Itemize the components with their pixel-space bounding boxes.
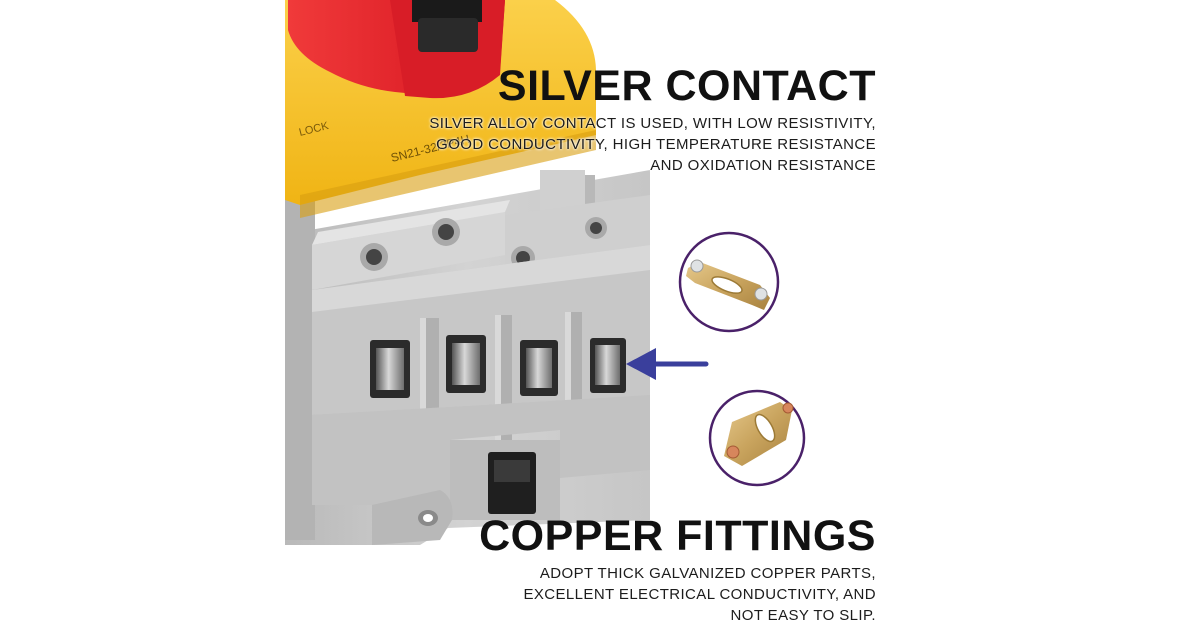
copper-fittings-line: ADOPT THICK GALVANIZED COPPER PARTS, xyxy=(539,565,876,582)
silver-contact-line: GOOD CONDUCTIVITY, HIGH TEMPERATURE RESI… xyxy=(436,136,876,153)
copper-fittings-line: EXCELLENT ELECTRICAL CONDUCTIVITY, AND xyxy=(523,586,876,603)
isolator-switch: LOCK SN21-32/3P4H xyxy=(285,0,650,545)
silver-contact-line: SILVER ALLOY CONTACT IS USED, WITH LOW R… xyxy=(429,115,876,132)
silver-contact-title: SILVER CONTACT xyxy=(497,62,876,110)
silver-contact-line: AND OXIDATION RESISTANCE xyxy=(650,157,876,174)
left-arrow-icon xyxy=(626,348,709,380)
copper-fittings-line: NOT EASY TO SLIP. xyxy=(730,607,876,624)
silver-contact-detail-icon xyxy=(678,231,780,333)
copper-fittings-description: ADOPT THICK GALVANIZED COPPER PARTS, EXC… xyxy=(523,563,876,626)
silver-contact-description: SILVER ALLOY CONTACT IS USED, WITH LOW R… xyxy=(429,113,876,176)
copper-fitting-detail-icon xyxy=(708,389,806,487)
terminal-clamps xyxy=(370,335,626,398)
copper-fittings-title: COPPER FITTINGS xyxy=(479,512,876,560)
